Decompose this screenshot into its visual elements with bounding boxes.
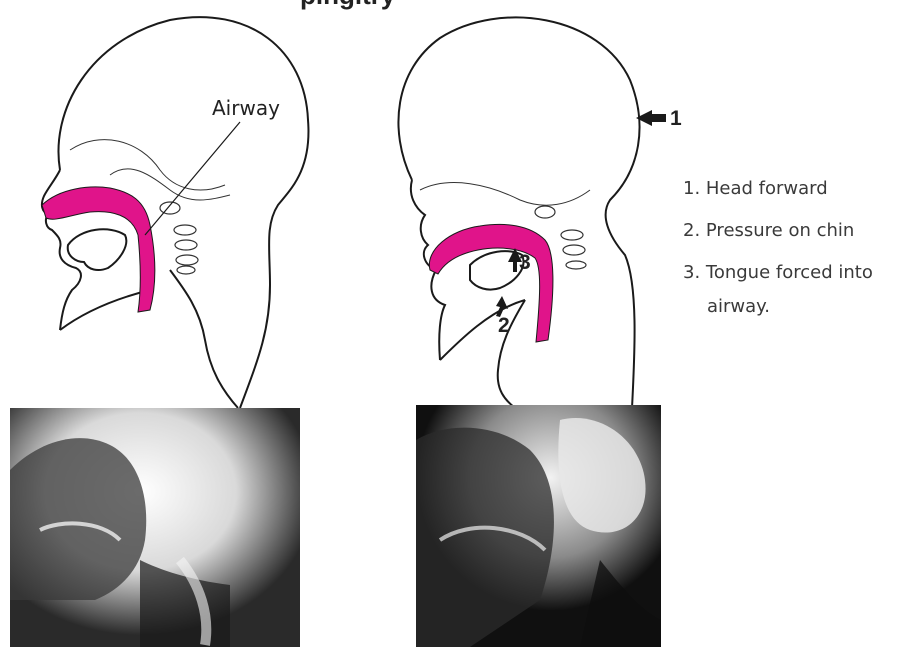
left-neck-line [170,270,238,408]
xray-right [416,405,661,647]
left-head-outline [58,17,308,408]
left-skull-line [70,140,225,190]
left-vertebrae [160,202,198,274]
left-jaw-line [60,290,150,330]
legend-item-3: 3. Tongue forced into [683,262,873,283]
marker-1: 1 [670,107,682,130]
right-head-outline [398,17,639,408]
right-jaw-line [440,300,525,360]
legend-item-3-cont: airway. [707,296,770,317]
legend-item-2: 2. Pressure on chin [683,220,854,241]
airway-pointer-line [145,122,240,235]
airway-label: Airway [212,96,280,120]
xray-left [10,408,300,647]
right-airway-pink [429,224,553,342]
legend-item-1: 1. Head forward [683,178,828,199]
left-head-diagram: Airway [42,17,309,408]
marker-3: 3 [519,251,531,274]
left-tongue [68,229,127,270]
right-skull-line [420,183,590,206]
marker-2: 2 [498,314,510,337]
right-head-diagram: 1 3 2 [398,17,682,408]
